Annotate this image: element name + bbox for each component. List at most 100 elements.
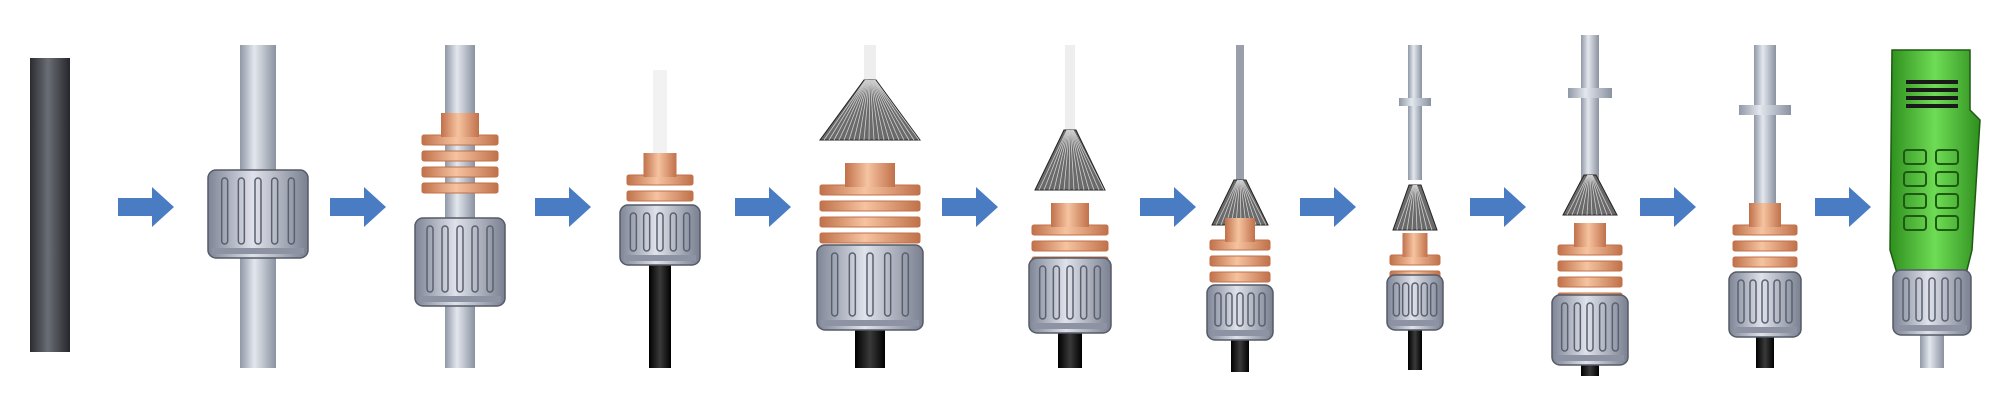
nut [1551, 294, 1629, 366]
nut-slot [1761, 279, 1769, 324]
brush-bristle [1566, 174, 1589, 216]
copper-collar [1749, 203, 1781, 227]
brush-bristle [1576, 174, 1590, 216]
copper-ring [1732, 256, 1798, 268]
brush-bristle [1071, 129, 1085, 191]
assembly-stage-2 [207, 45, 309, 368]
arrow-right-icon [330, 187, 386, 227]
nut-slot [1392, 282, 1401, 317]
nut-slot [1785, 279, 1793, 324]
copper-ring [819, 200, 921, 212]
copper-ring [421, 182, 499, 194]
brush-bristle [1240, 179, 1247, 226]
brush-bristle [1590, 174, 1603, 216]
brush-bristle [1073, 129, 1105, 191]
brush-bristle [870, 79, 880, 141]
brush-bristle [1591, 174, 1613, 216]
copper-ring [1557, 276, 1623, 288]
housing-coil [1906, 88, 1958, 92]
brush-bristle [1225, 179, 1239, 226]
sheath [445, 45, 475, 368]
nut-slot [866, 252, 874, 317]
housing-latch [1903, 171, 1927, 187]
housing-coil [1906, 96, 1958, 100]
nut-slot [642, 212, 651, 252]
brush-bristle [828, 79, 867, 141]
nut-slot [1429, 282, 1438, 317]
nut-slot [1586, 302, 1594, 352]
assembly-stage-8 [1386, 45, 1444, 370]
brush-bristle [1415, 184, 1428, 231]
nut-slot [883, 252, 892, 317]
assembly-stage-7 [1206, 45, 1274, 372]
white-wire [653, 70, 667, 160]
brush-bristle [1038, 129, 1068, 191]
black-cable [649, 260, 671, 368]
nut [1728, 271, 1802, 338]
brush-bristle [1589, 174, 1593, 216]
housing-latch [1935, 193, 1959, 209]
nut-slot [254, 177, 262, 245]
housing-latch [1935, 171, 1959, 187]
nut-slot [1401, 282, 1410, 317]
nut-slot [629, 212, 638, 252]
brush-bristle [1571, 174, 1589, 216]
nut-rim [1733, 327, 1797, 333]
nut [816, 244, 924, 331]
copper-ring [1557, 260, 1623, 272]
arrow-right-icon [1140, 187, 1196, 227]
nut-slot [1560, 302, 1569, 352]
nut-slot [1093, 265, 1102, 320]
brush-bristle [1220, 179, 1239, 226]
brush-bristle [1586, 174, 1591, 216]
nut-rim [1556, 355, 1624, 361]
copper-ring [1031, 240, 1109, 252]
white-wire [1065, 45, 1075, 165]
assembly-stage-9 [1551, 35, 1629, 376]
nut-slot [237, 177, 246, 245]
nut-slot [1066, 265, 1074, 320]
nut [619, 204, 701, 266]
brush-bristle [858, 79, 870, 141]
nut [1028, 257, 1112, 334]
nut-rim [212, 248, 304, 254]
nut-slot [1928, 277, 1936, 322]
contact [1408, 45, 1422, 180]
housing-latch [1903, 149, 1927, 165]
assembly-stage-1 [30, 58, 70, 352]
assembly-stage-3 [414, 45, 506, 368]
nut-slot [1411, 282, 1419, 317]
copper-ring [421, 166, 499, 178]
copper-collar [1051, 203, 1089, 227]
brush-bristle [874, 79, 920, 141]
arrow-right-icon [735, 187, 791, 227]
assembly-stage-6 [1028, 45, 1112, 368]
brush-bristle [1068, 129, 1071, 191]
brush-bristle [1242, 179, 1267, 226]
brush-bristle [1070, 129, 1075, 191]
brush-bristle [863, 79, 870, 141]
brush-bristle [1071, 129, 1090, 191]
green-housing [1889, 49, 1981, 291]
nut-slot [1258, 292, 1266, 327]
brush-bristle [1215, 179, 1238, 226]
brush-bristle [1235, 179, 1240, 226]
nut-slot [270, 177, 279, 245]
arrow-right-icon [1815, 187, 1871, 227]
brush-bristle [833, 79, 867, 141]
nut-slot [1420, 282, 1429, 317]
nut-rim [624, 255, 696, 261]
nut [1892, 269, 1972, 336]
brush-bristle [1063, 129, 1070, 191]
brush-bristle [1414, 184, 1418, 231]
nut-slot [848, 252, 857, 317]
contact-flange [1568, 88, 1612, 98]
brush-bristle [848, 79, 869, 141]
arrow-right-icon [1470, 187, 1526, 227]
copper-collar [643, 153, 677, 177]
brush-bristle [1416, 184, 1433, 231]
copper-ring [819, 216, 921, 228]
black-cable [1408, 320, 1422, 370]
pin [1236, 45, 1244, 200]
nut-slot [1749, 279, 1757, 324]
